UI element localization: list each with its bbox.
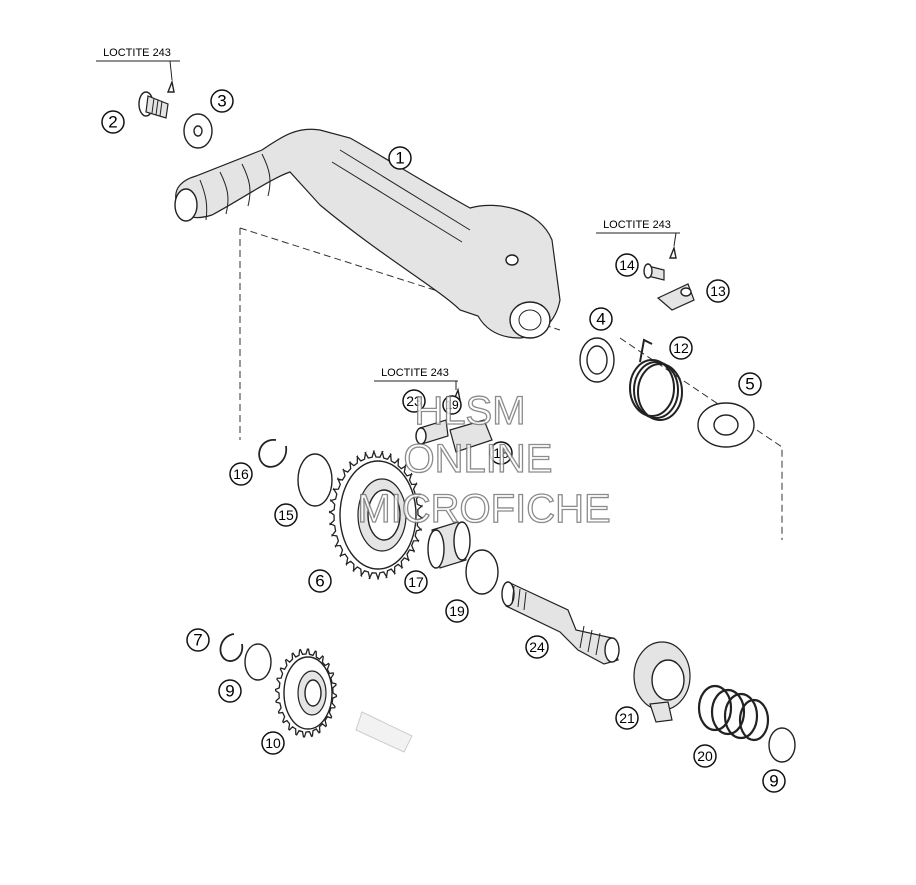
svg-text:12: 12 (673, 340, 689, 356)
svg-text:24: 24 (529, 639, 545, 655)
part-gear-6 (329, 450, 423, 580)
callout-3: 3 (210, 89, 234, 113)
part-washer-9-left (244, 643, 272, 681)
part-tab-18 (449, 419, 493, 453)
part-circlip-16 (258, 439, 288, 468)
part-washer-5 (697, 402, 755, 448)
svg-text:ONLINE: ONLINE (404, 437, 553, 481)
part-screw-14 (643, 245, 677, 281)
svg-text:1: 1 (395, 149, 404, 168)
svg-text:LOCTITE 243: LOCTITE 243 (103, 47, 171, 59)
svg-text:2: 2 (108, 113, 117, 132)
part-washer-9-right (768, 727, 796, 763)
svg-text:20: 20 (697, 748, 713, 764)
callout-20: 20 (693, 744, 717, 768)
part-spring-20 (697, 684, 770, 742)
part-washer-15 (297, 453, 333, 507)
callout-24: 24 (525, 635, 549, 659)
callout-19-upper: 19 (442, 395, 462, 415)
callout-13: 13 (706, 279, 730, 303)
callout-18: 18 (489, 441, 513, 465)
part-spring-12 (629, 338, 683, 421)
svg-text:21: 21 (619, 710, 635, 726)
callout-10: 10 (261, 731, 285, 755)
svg-text:HLSM: HLSM (414, 389, 525, 433)
callout-12: 12 (669, 336, 693, 360)
callout-5: 5 (738, 372, 762, 396)
part-pin-outline (355, 711, 413, 753)
svg-text:18: 18 (493, 445, 509, 461)
part-washer-4 (579, 337, 615, 383)
svg-text:LOCTITE 243: LOCTITE 243 (381, 367, 449, 379)
callouts: 1 2 3 4 5 6 7 9 10 12 13 14 15 16 17 19 … (101, 89, 786, 793)
callout-9-right: 9 (762, 769, 786, 793)
svg-text:3: 3 (217, 92, 226, 111)
svg-text:LOCTITE 243: LOCTITE 243 (603, 219, 671, 231)
loctite-note-right: LOCTITE 243 (596, 219, 680, 247)
loctite-note-top-left: LOCTITE 243 (96, 47, 180, 81)
svg-text:10: 10 (265, 735, 281, 751)
callout-4: 4 (589, 307, 613, 331)
svg-text:MICROFICHE: MICROFICHE (357, 487, 610, 531)
svg-text:5: 5 (745, 375, 754, 394)
svg-text:13: 13 (710, 283, 726, 299)
svg-text:7: 7 (193, 631, 202, 650)
svg-text:6: 6 (315, 572, 324, 591)
svg-text:17: 17 (408, 574, 424, 590)
callout-21: 21 (615, 706, 639, 730)
callout-2: 2 (101, 110, 125, 134)
part-kickstart-lever (174, 128, 561, 339)
watermark: HLSM ONLINE MICROFICHE (357, 388, 612, 531)
loctite-note-center: LOCTITE 243 (374, 367, 458, 390)
svg-text:9: 9 (225, 682, 234, 701)
svg-text:19: 19 (449, 603, 465, 619)
part-bracket-13 (656, 283, 695, 311)
svg-text:4: 4 (596, 310, 605, 329)
svg-text:16: 16 (233, 466, 249, 482)
callout-16: 16 (229, 462, 253, 486)
part-circlip-7 (219, 633, 244, 662)
callout-1: 1 (388, 146, 412, 170)
part-screw-23 (415, 387, 461, 445)
part-bearing-17 (427, 521, 471, 569)
part-washer-19 (465, 549, 499, 595)
svg-text:9: 9 (769, 772, 778, 791)
svg-text:15: 15 (278, 507, 294, 523)
callout-23: 23 (402, 389, 426, 413)
callout-19: 19 (445, 599, 469, 623)
part-bolt-2 (138, 79, 175, 119)
part-ratchet-21 (633, 641, 691, 723)
svg-text:23: 23 (406, 393, 422, 409)
callout-7: 7 (186, 628, 210, 652)
svg-text:14: 14 (619, 257, 635, 273)
callout-17: 17 (404, 570, 428, 594)
callout-14: 14 (615, 253, 639, 277)
callout-9-left: 9 (218, 679, 242, 703)
part-gear-10 (274, 648, 338, 738)
part-washer-3 (183, 113, 213, 149)
callout-6: 6 (308, 569, 332, 593)
part-shaft-24 (501, 581, 620, 665)
callout-15: 15 (274, 503, 298, 527)
svg-text:19: 19 (445, 398, 459, 412)
